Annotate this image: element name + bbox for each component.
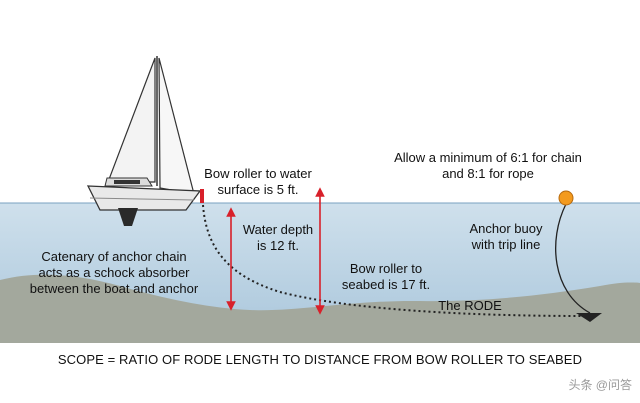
hull-stripe <box>89 197 195 201</box>
cabin-windows <box>114 180 140 184</box>
hull <box>86 185 202 211</box>
mainsail <box>107 57 156 183</box>
trip-line <box>555 203 591 314</box>
anchor-buoy-label: Anchor buoy with trip line <box>469 221 543 252</box>
bow-roller-to-seabed-label: Bow roller to seabed is 17 ft. <box>341 261 431 292</box>
bow-roller-marker <box>200 189 204 203</box>
catenary-label: Catenary of anchor chain acts as a schoc… <box>29 249 199 296</box>
anchor <box>576 313 602 322</box>
anchor-buoy <box>558 190 574 206</box>
anchor-rode <box>202 204 585 317</box>
allow-minimum-label: Allow a minimum of 6:1 for chain and 8:1… <box>394 150 582 181</box>
rode-label: The RODE <box>438 298 502 313</box>
water-depth-label: Water depth is 12 ft. <box>242 222 314 253</box>
jib <box>158 57 195 195</box>
bow-roller-to-water-label: Bow roller to water surface is 5 ft. <box>204 166 312 197</box>
sailboat <box>86 56 204 226</box>
scope-caption: SCOPE = RATIO OF RODE LENGTH TO DISTANCE… <box>57 352 583 367</box>
watermark: 头条 @问答 <box>568 378 632 392</box>
keel <box>118 208 138 226</box>
